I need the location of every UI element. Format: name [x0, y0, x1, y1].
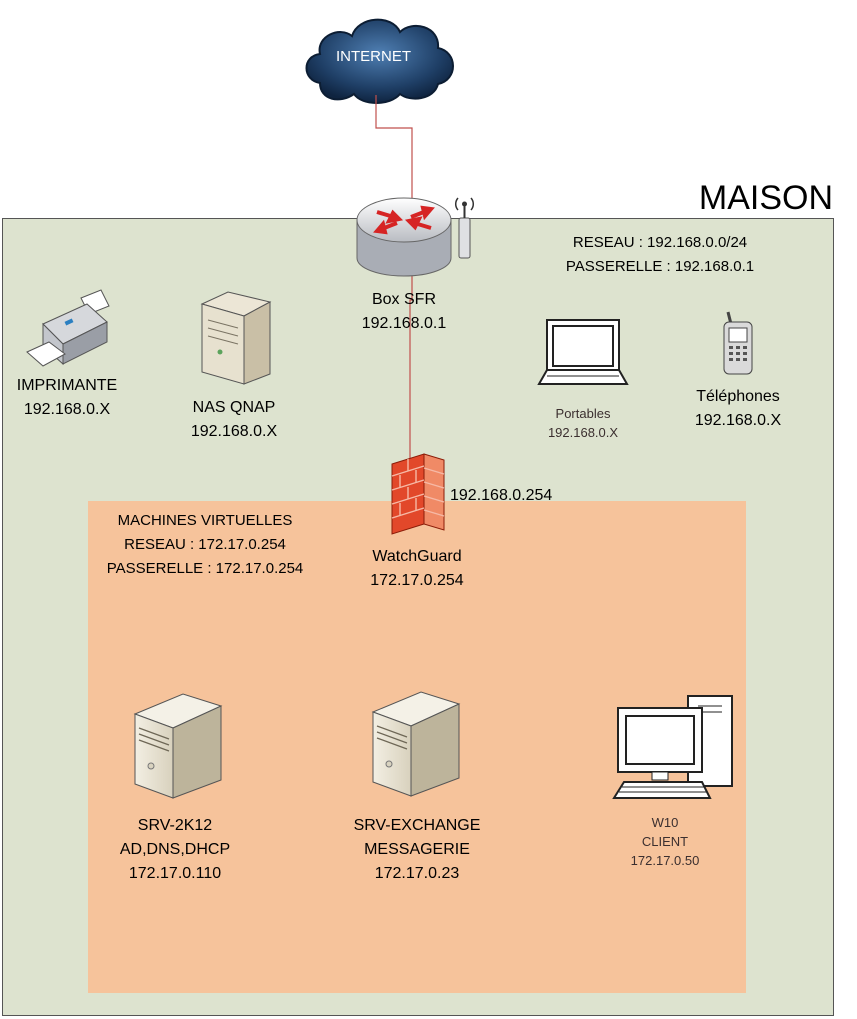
server-icon	[371, 691, 461, 797]
nas-icon	[200, 291, 272, 385]
nas-label: NAS QNAP 192.168.0.X	[178, 396, 290, 444]
exchange-name: SRV-EXCHANGE	[353, 817, 481, 834]
laptops-label: Portables 192.168.0.X	[535, 404, 631, 442]
phone-icon	[723, 311, 753, 375]
laptops-name: Portables	[555, 406, 611, 421]
laptops-ip: 192.168.0.X	[547, 425, 619, 440]
laptop-icon	[537, 319, 629, 385]
router-label: Box SFR 192.168.0.1	[349, 288, 459, 336]
w10-label: W10 CLIENT 172.17.0.50	[615, 813, 715, 870]
w10-ip: 172.17.0.50	[630, 853, 700, 868]
w10-role: CLIENT	[641, 834, 689, 849]
vm-gateway: PASSERELLE : 172.17.0.254	[106, 560, 304, 577]
firewall-name: WatchGuard	[372, 548, 462, 565]
phones-label: Téléphones 192.168.0.X	[683, 385, 793, 433]
desktop-computer-icon	[612, 695, 733, 799]
link-internet-router	[375, 95, 413, 200]
link-router-firewall	[409, 255, 413, 518]
phones-name: Téléphones	[696, 388, 780, 405]
srv2k12-role: AD,DNS,DHCP	[119, 841, 231, 858]
router-icon	[356, 197, 475, 277]
maison-gateway: PASSERELLE : 192.168.0.1	[565, 258, 755, 275]
srv2k12-label: SRV-2K12 AD,DNS,DHCP 172.17.0.110	[110, 814, 240, 886]
maison-network: RESEAU : 192.168.0.0/24	[572, 234, 748, 251]
firewall-label: WatchGuard 172.17.0.254	[358, 545, 476, 593]
router-name: Box SFR	[371, 291, 436, 308]
firewall-wan-ip: 192.168.0.254	[450, 487, 553, 504]
firewall-icon	[391, 453, 445, 535]
nas-ip: 192.168.0.X	[190, 423, 278, 440]
printer-name: IMPRIMANTE	[16, 377, 118, 394]
internet-label: INTERNET	[336, 48, 411, 65]
printer-label: IMPRIMANTE 192.168.0.X	[8, 374, 126, 422]
internet-cloud-icon	[305, 18, 454, 104]
printer-icon	[26, 289, 110, 367]
firewall-ip: 172.17.0.254	[370, 572, 464, 589]
srv2k12-name: SRV-2K12	[137, 817, 213, 834]
maison-title: MAISON	[698, 179, 833, 217]
exchange-label: SRV-EXCHANGE MESSAGERIE 172.17.0.23	[344, 814, 490, 886]
printer-ip: 192.168.0.X	[23, 401, 111, 418]
exchange-role: MESSAGERIE	[364, 841, 470, 858]
phones-ip: 192.168.0.X	[694, 412, 782, 429]
vm-network: RESEAU : 172.17.0.254	[124, 536, 286, 553]
vm-network-info: MACHINES VIRTUELLES RESEAU : 172.17.0.25…	[92, 509, 318, 581]
nas-name: NAS QNAP	[192, 399, 276, 416]
server-icon	[133, 693, 223, 799]
vm-title: MACHINES VIRTUELLES	[117, 512, 293, 529]
srv2k12-ip: 172.17.0.110	[128, 865, 222, 882]
exchange-ip: 172.17.0.23	[374, 865, 460, 882]
router-ip: 192.168.0.1	[361, 315, 447, 332]
maison-network-info: RESEAU : 192.168.0.0/24 PASSERELLE : 192…	[545, 231, 775, 279]
w10-name: W10	[651, 815, 679, 830]
